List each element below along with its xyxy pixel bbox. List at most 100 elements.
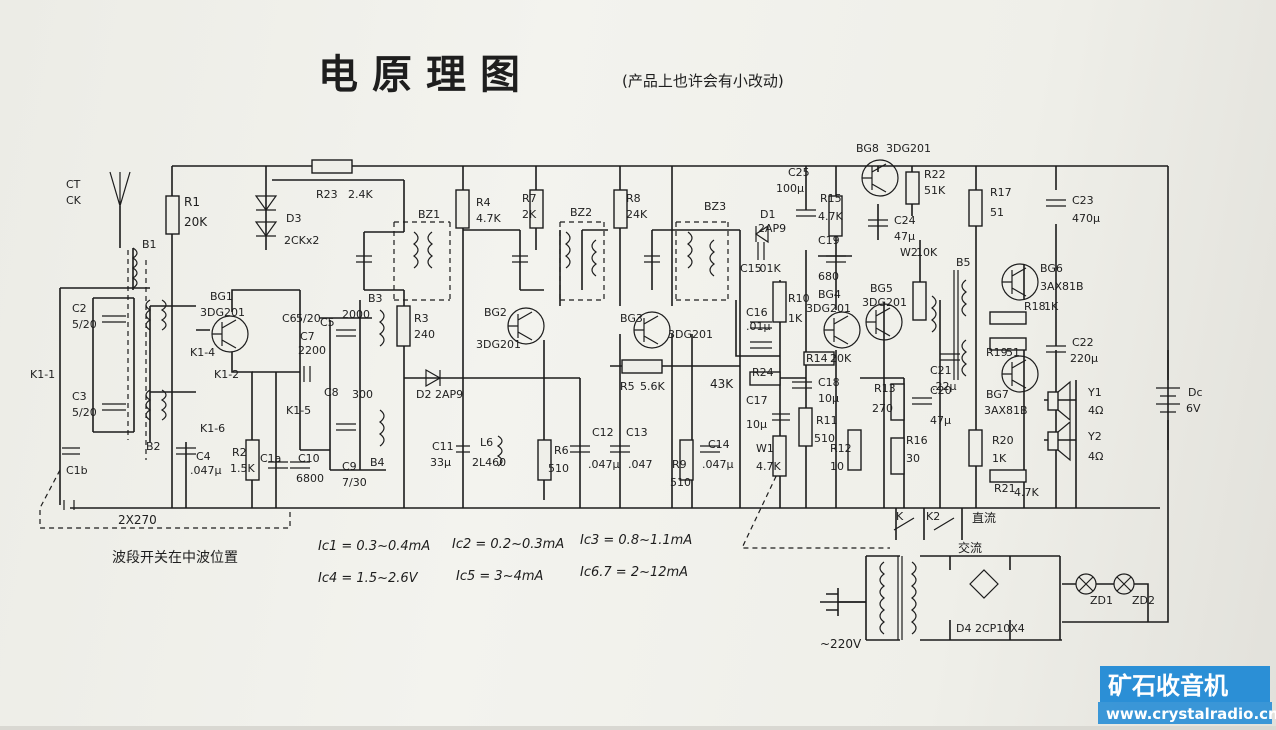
label-c25-value: 100μ xyxy=(776,182,804,195)
label-c20: C20 xyxy=(930,384,952,397)
label-w1: W1 xyxy=(756,442,774,455)
label-bg4-type: 3DG201 xyxy=(806,302,851,315)
label-d4: D4 2CP10X4 xyxy=(956,622,1025,635)
note-ic1: Ic1 = 0.3~0.4mA xyxy=(318,539,430,554)
label-r3: R3 xyxy=(414,312,429,325)
label-r19-value: 51 xyxy=(1006,346,1020,359)
label-c21: C21 xyxy=(930,364,952,377)
label-c3-value: 5/20 xyxy=(72,406,97,419)
note-ic3: Ic3 = 0.8~1.1mA xyxy=(580,533,692,548)
label-bz3: BZ3 xyxy=(704,200,726,213)
wiring xyxy=(39,165,1169,641)
label-r10: R10 xyxy=(788,292,810,305)
label-r19: R19 xyxy=(986,346,1008,359)
label-ct: CT xyxy=(66,178,81,191)
label-y2: Y2 xyxy=(1087,430,1102,443)
label-bg8: BG8 xyxy=(856,142,879,155)
label-r17: R17 xyxy=(990,186,1012,199)
label-c9: C9 xyxy=(342,460,357,473)
label-r3-value: 240 xyxy=(414,328,435,341)
note-ic5: Ic5 = 3~4mA xyxy=(456,569,543,584)
label-r21-value: 4.7K xyxy=(1014,486,1039,499)
label-ck: CK xyxy=(66,194,82,207)
component-labels: CT CK B1 C2 5/20 C3 5/20 C1b K1-1 B2 R1 … xyxy=(30,142,1203,651)
label-r8-value: 24K xyxy=(626,208,648,221)
label-r13: R13 xyxy=(874,382,896,395)
label-r23: R23 xyxy=(316,188,338,201)
label-k1-6: K1-6 xyxy=(200,422,225,435)
label-r1: R1 xyxy=(184,195,200,209)
label-c11-value: 33μ xyxy=(430,456,451,469)
label-c17: C17 xyxy=(746,394,768,407)
label-d2: D2 2AP9 xyxy=(416,388,463,401)
label-r5-value: 5.6K xyxy=(640,380,665,393)
label-zd2: ZD2 xyxy=(1132,594,1155,607)
transistors xyxy=(211,159,1039,393)
label-r11: R11 xyxy=(816,414,838,427)
label-220v: ~220V xyxy=(820,637,862,651)
label-bg7: BG7 xyxy=(986,388,1009,401)
label-y2-value: 4Ω xyxy=(1088,450,1103,463)
label-c19: C19 xyxy=(818,234,840,247)
label-c23-value: 470μ xyxy=(1072,212,1100,225)
coils xyxy=(127,221,967,640)
label-r10-value: 1K xyxy=(788,312,803,325)
label-c7: C7 xyxy=(300,330,315,343)
label-bg8-type: 3DG201 xyxy=(886,142,931,155)
label-c22-value: 220μ xyxy=(1070,352,1098,365)
label-r18: R18 xyxy=(1024,300,1046,313)
label-r16: R16 xyxy=(906,434,928,447)
label-b4: B4 xyxy=(370,456,385,469)
watermark: 矿石收音机 www.crystalradio.cn xyxy=(1098,666,1276,724)
label-c12: C12 xyxy=(592,426,614,439)
label-c22: C22 xyxy=(1072,336,1094,349)
label-r20: R20 xyxy=(992,434,1014,447)
label-bz1: BZ1 xyxy=(418,208,440,221)
diodes xyxy=(63,171,1180,622)
label-c13-value: .047 xyxy=(628,458,653,471)
label-bg6-type: 3AX81B xyxy=(1040,280,1084,293)
label-l6: L6 xyxy=(480,436,493,449)
label-r23-value: 2.4K xyxy=(348,188,373,201)
label-c15-value: .01K xyxy=(756,262,781,275)
note-ic67: Ic6.7 = 2~12mA xyxy=(580,565,688,580)
label-bg2-type: 3DG201 xyxy=(476,338,521,351)
label-y1: Y1 xyxy=(1087,386,1102,399)
label-c7-value: 2200 xyxy=(298,344,326,357)
note-ic4: Ic4 = 1.5~2.6V xyxy=(318,571,419,586)
watermark-url: www.crystalradio.cn xyxy=(1106,705,1276,723)
label-bg2: BG2 xyxy=(484,306,507,319)
label-c1b: C1b xyxy=(66,464,88,477)
label-r7: R7 xyxy=(522,192,537,205)
label-bg1-type: 3DG201 xyxy=(200,306,245,319)
label-b3: B3 xyxy=(368,292,383,305)
label-c11: C11 xyxy=(432,440,454,453)
diagram-title: 电原理图 xyxy=(318,51,534,98)
label-c20-value: 47μ xyxy=(930,414,951,427)
label-b5: B5 xyxy=(956,256,971,269)
label-c1a: C1a xyxy=(260,452,281,465)
label-bg3: BG3 xyxy=(620,312,643,325)
label-c3: C3 xyxy=(72,390,87,403)
label-c25: C25 xyxy=(788,166,810,179)
label-r4: R4 xyxy=(476,196,491,209)
label-c8-value: 300 xyxy=(352,388,373,401)
collector-current-notes: Ic1 = 0.3~0.4mA Ic2 = 0.2~0.3mA Ic3 = 0.… xyxy=(318,533,692,586)
label-c2-value: 5/20 xyxy=(72,318,97,331)
label-r12-value: 10 xyxy=(830,460,844,473)
label-r13-value: 270 xyxy=(872,402,893,415)
diagram-subtitle: (产品上也许会有小改动) xyxy=(622,72,784,90)
label-bg1: BG1 xyxy=(210,290,233,303)
label-c8: C8 xyxy=(324,386,339,399)
label-l6-value: 2L460 xyxy=(472,456,506,469)
label-dc-value: 6V xyxy=(1186,402,1201,415)
label-r9-value: 510 xyxy=(670,476,691,489)
label-d3: D3 xyxy=(286,212,301,225)
label-c10: C10 xyxy=(298,452,320,465)
label-c23: C23 xyxy=(1072,194,1094,207)
label-r20-value: 1K xyxy=(992,452,1007,465)
label-2x270: 2X270 xyxy=(118,513,157,527)
label-w1-value: 4.7K xyxy=(756,460,781,473)
label-r12: R12 xyxy=(830,442,852,455)
